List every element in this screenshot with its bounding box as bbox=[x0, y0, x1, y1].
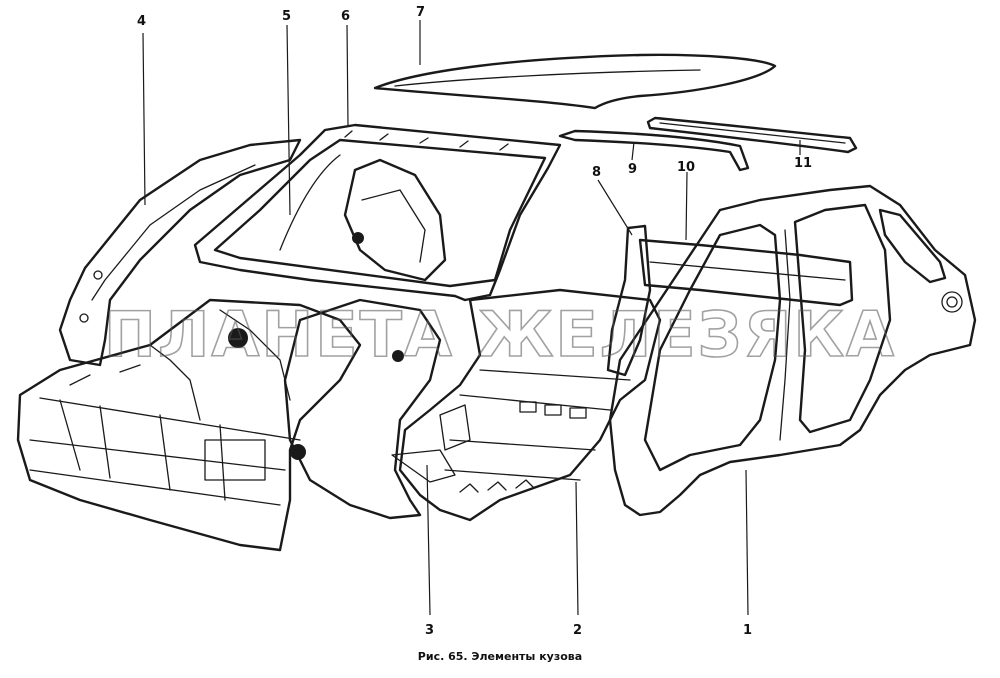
label-6: 6 bbox=[341, 9, 350, 24]
rear-frame bbox=[193, 123, 562, 302]
center-pillar-inner bbox=[606, 224, 652, 377]
label-9: 9 bbox=[628, 162, 637, 177]
label-8: 8 bbox=[592, 165, 601, 180]
label-3: 3 bbox=[425, 623, 434, 638]
roof-rail-left bbox=[558, 129, 750, 172]
label-1: 1 bbox=[743, 623, 752, 638]
figure-caption: Рис. 65. Элементы кузова bbox=[417, 650, 583, 663]
label-2: 2 bbox=[573, 623, 582, 638]
label-4: 4 bbox=[137, 14, 146, 29]
roof-rail-right bbox=[646, 116, 858, 154]
roof-panel bbox=[373, 53, 777, 110]
rear-cross-member bbox=[638, 238, 854, 307]
rear-inner-pillar bbox=[279, 154, 447, 282]
watermark: ПЛАНЕТА ЖЕЛЕЗЯКА bbox=[104, 298, 896, 371]
label-7: 7 bbox=[416, 5, 425, 20]
label-11: 11 bbox=[794, 156, 812, 171]
right-body-side bbox=[608, 184, 977, 517]
floor-underbody bbox=[398, 288, 662, 522]
front-structure bbox=[16, 298, 404, 552]
label-5: 5 bbox=[282, 9, 291, 24]
part-labels: 4 5 6 7 8 9 10 11 1 2 3 bbox=[137, 5, 812, 638]
leader-lines bbox=[142, 20, 801, 616]
label-10: 10 bbox=[677, 160, 695, 175]
